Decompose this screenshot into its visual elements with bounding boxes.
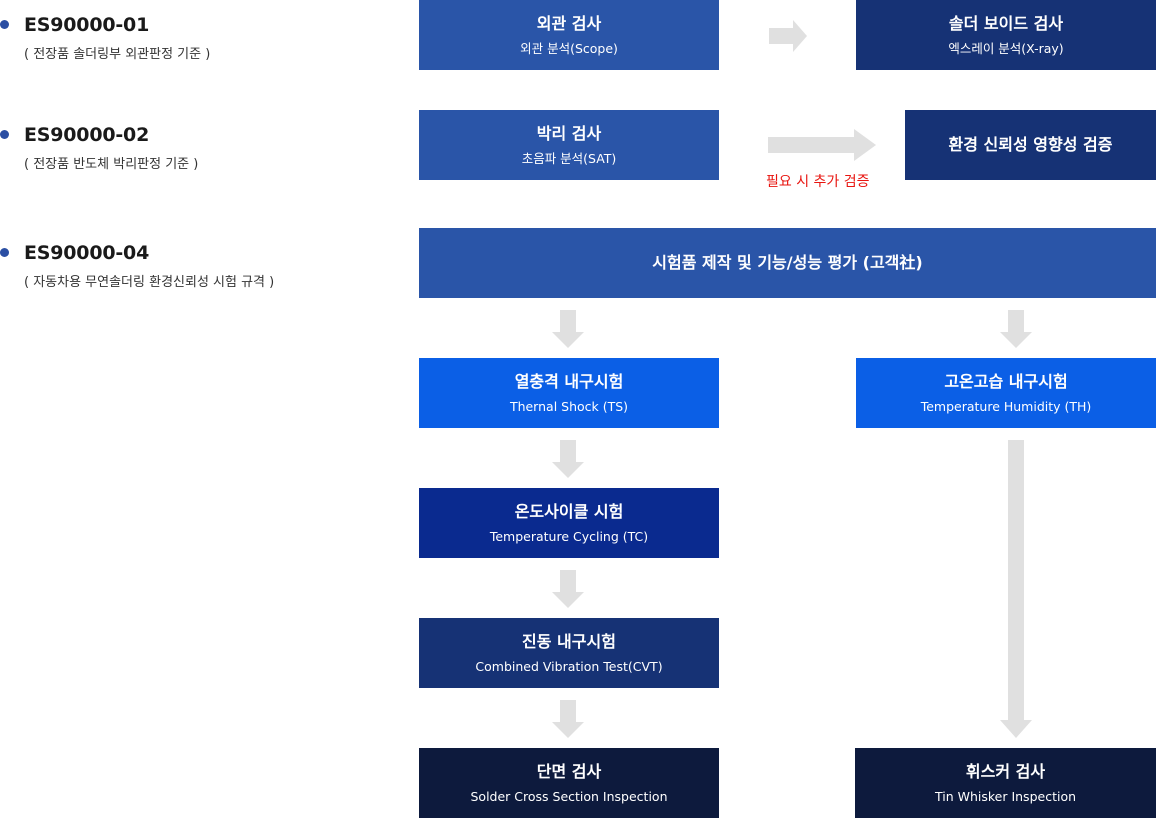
box-title: 열충격 내구시험: [514, 371, 624, 391]
box-subtitle: Combined Vibration Test(CVT): [475, 659, 663, 675]
arrow-right-icon: [768, 129, 876, 161]
box-title: 박리 검사: [536, 123, 602, 143]
box-title: 단면 검사: [536, 761, 602, 781]
standard-desc: ( 전장품 반도체 박리판정 기준 ): [24, 157, 199, 172]
standard-code: ES90000-02: [24, 124, 150, 146]
box-title: 휘스커 검사: [965, 761, 1046, 781]
arrow-down-icon: [1000, 310, 1032, 348]
box-subtitle: 외관 분석(Scope): [520, 41, 618, 57]
bullet-icon: [0, 130, 9, 139]
additional-verification-note: 필요 시 추가 검증: [766, 174, 870, 190]
box-temperature-cycling: 온도사이클 시험 Temperature Cycling (TC): [419, 488, 719, 558]
standard-desc: ( 전장품 솔더링부 외관판정 기준 ): [24, 47, 211, 62]
box-solder-void-inspection: 솔더 보이드 검사 엑스레이 분석(X-ray): [856, 0, 1156, 70]
box-title: 솔더 보이드 검사: [948, 13, 1064, 33]
box-tin-whisker-inspection: 휘스커 검사 Tin Whisker Inspection: [855, 748, 1156, 818]
long-arrow-down-icon: [1000, 440, 1032, 738]
box-title: 시험품 제작 및 기능/성능 평가 (고객社): [652, 253, 923, 273]
box-subtitle: 초음파 분석(SAT): [521, 151, 617, 167]
box-thermal-shock: 열충격 내구시험 Thernal Shock (TS): [419, 358, 719, 428]
box-subtitle: 엑스레이 분석(X-ray): [948, 41, 1064, 57]
box-cross-section-inspection: 단면 검사 Solder Cross Section Inspection: [419, 748, 719, 818]
box-title: 온도사이클 시험: [514, 501, 624, 521]
box-title: 진동 내구시험: [522, 631, 616, 651]
box-delamination-inspection: 박리 검사 초음파 분석(SAT): [419, 110, 719, 180]
box-title: 고온고습 내구시험: [944, 371, 1068, 391]
arrow-down-icon: [552, 440, 584, 478]
box-visual-inspection: 외관 검사 외관 분석(Scope): [419, 0, 719, 70]
box-title: 환경 신뢰성 영향성 검증: [948, 135, 1113, 155]
box-subtitle: Tin Whisker Inspection: [934, 789, 1077, 805]
arrow-down-icon: [552, 310, 584, 348]
standard-code: ES90000-04: [24, 242, 150, 264]
standard-code: ES90000-01: [24, 14, 150, 36]
box-subtitle: Thernal Shock (TS): [509, 399, 629, 415]
arrow-down-icon: [552, 700, 584, 738]
box-environment-reliability: 환경 신뢰성 영향성 검증: [905, 110, 1156, 180]
box-title: 외관 검사: [536, 13, 602, 33]
arrow-down-icon: [552, 570, 584, 608]
box-subtitle: Temperature Cycling (TC): [489, 529, 649, 545]
box-temperature-humidity: 고온고습 내구시험 Temperature Humidity (TH): [856, 358, 1156, 428]
arrow-right-icon: [769, 20, 807, 52]
box-subtitle: Temperature Humidity (TH): [920, 399, 1092, 415]
standard-desc: ( 자동차용 무연솔더링 환경신뢰성 시험 규격 ): [24, 275, 275, 290]
box-vibration-test: 진동 내구시험 Combined Vibration Test(CVT): [419, 618, 719, 688]
box-sample-evaluation: 시험품 제작 및 기능/성능 평가 (고객社): [419, 228, 1156, 298]
bullet-icon: [0, 248, 9, 257]
box-subtitle: Solder Cross Section Inspection: [470, 789, 668, 805]
bullet-icon: [0, 20, 9, 29]
